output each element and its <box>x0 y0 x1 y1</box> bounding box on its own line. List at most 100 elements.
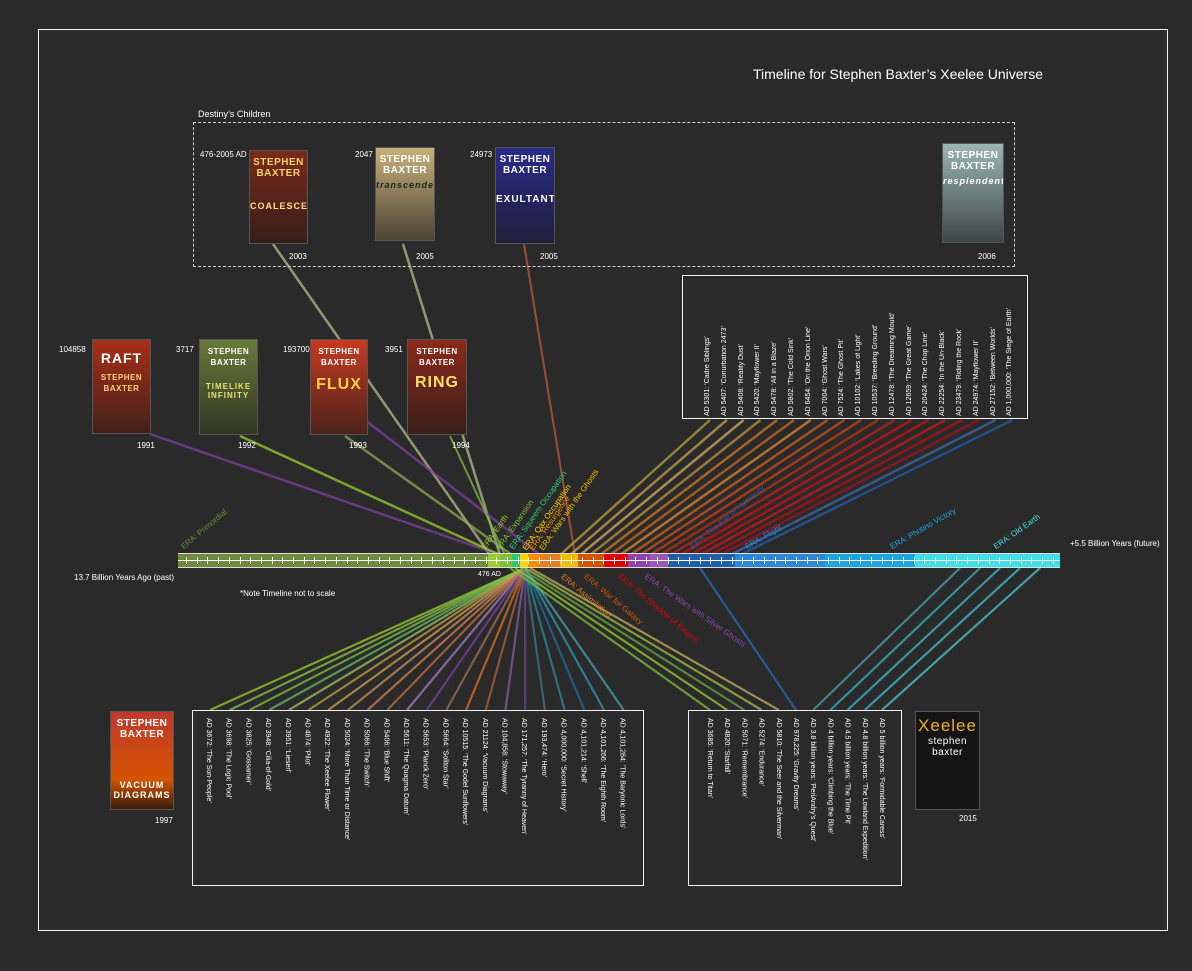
book-cover-xeelee-endurance[interactable]: Xeelee stephen baxter <box>915 711 980 810</box>
cover-author: STEPHEN BAXTER <box>379 154 431 176</box>
short-story: AD 5024: ‘More Than Time or Distance’ <box>342 718 350 841</box>
connector-line <box>569 419 728 556</box>
connector-line <box>449 435 506 556</box>
cover-author: STEPHEN BAXTER <box>318 347 360 367</box>
short-story: AD 10102: ‘Lakes of Light’ <box>855 334 863 416</box>
connector-line <box>271 243 492 556</box>
connector-line <box>709 418 963 557</box>
outer-frame <box>38 29 1168 931</box>
short-story: AD 104,858: ‘Stowaway’ <box>500 718 508 794</box>
connector-line <box>619 418 812 557</box>
vacuum-diagrams-box <box>192 710 644 886</box>
short-story: AD 12478: ‘The Dreaming Mould’ <box>888 312 896 417</box>
book-cover-exultant[interactable]: STEPHEN BAXTER EXULTANT <box>495 147 555 244</box>
book-year: 1992 <box>238 441 256 450</box>
connector-line <box>149 432 501 557</box>
short-story: AD 5 billion years: ‘Formidable Caress’ <box>878 718 885 839</box>
short-story: AD 5066: ‘The Switch’ <box>362 718 370 787</box>
connector-line <box>239 434 501 557</box>
short-story: AD 5810: ‘The Seer and the Silverman’ <box>774 718 782 840</box>
book-year: 1991 <box>137 441 155 450</box>
connector-line <box>366 567 526 711</box>
connector-line <box>689 418 930 557</box>
book-cover-transcendent[interactable]: STEPHEN BAXTER transcendent <box>375 147 435 241</box>
marker-label: 476 AD <box>478 571 501 578</box>
connector-line <box>465 567 527 711</box>
short-story: AD 5407: ‘Conurbation 2473’ <box>720 326 728 416</box>
book-period: 193700 <box>283 345 310 354</box>
book-year: 2003 <box>289 252 307 261</box>
short-story: AD 7524: ‘The Ghost Pit’ <box>838 338 846 416</box>
short-story: AD 3948: ‘Cilia-of-Gold’ <box>264 718 272 792</box>
book-period: 476-2005 AD <box>200 150 247 159</box>
short-story: AD 1,000,000: ‘The Siege of Earth’ <box>1006 307 1014 416</box>
short-story: AD 5301: ‘Cadre Siblings’ <box>704 336 711 416</box>
book-cover-timelike-infinity[interactable]: STEPHEN BAXTER TIMELIKE INFINITY <box>199 339 258 435</box>
short-story: AD 12659: ‘The Great Game’ <box>905 325 913 416</box>
book-cover-vacuum-diagrams[interactable]: STEPHEN BAXTER VACUUM DIAGRAMS <box>110 711 174 810</box>
connector-line <box>524 567 605 711</box>
short-story: AD 20424: ‘The Chop Line’ <box>922 331 930 416</box>
short-story: AD 7004: ‘Ghost Wars’ <box>821 345 829 416</box>
short-story: AD 3672: ‘The Sun-People’ <box>205 718 212 803</box>
connector-line <box>639 418 846 557</box>
cover-author: STEPHEN BAXTER <box>416 347 458 367</box>
short-story: AD 5406: ‘Blue Shift’ <box>382 718 390 783</box>
short-story: AD 10537: ‘Breeding Ground’ <box>872 324 879 416</box>
connector-line <box>679 418 913 557</box>
connector-line <box>514 567 728 711</box>
short-story: AD 5664: ‘Soliton Star’ <box>441 718 449 789</box>
connector-line <box>344 434 513 557</box>
cover-title: Xeelee <box>918 716 977 735</box>
cover-title: COALESCENT <box>250 201 308 211</box>
short-story: AD 4874: ‘Pilot’ <box>303 718 311 766</box>
cover-author: STEPHEN BAXTER <box>207 347 250 367</box>
book-year: 1994 <box>452 441 470 450</box>
short-story: AD 5274: ‘Endurance’ <box>757 718 765 787</box>
short-story: AD 5802: ‘The Cold Sink’ <box>788 337 795 416</box>
short-story: AD 193,474: ‘Hero’ <box>539 718 547 778</box>
connector-line <box>445 567 526 711</box>
past-label: 13.7 Billion Years Ago (past) <box>74 573 175 582</box>
short-story: AD 3.8 billion years: ‘PeriAndry’s Quest… <box>809 718 817 842</box>
connector-line <box>609 418 795 557</box>
book-year: 2015 <box>959 814 977 823</box>
cover-author: STEPHEN BAXTER <box>947 150 999 172</box>
short-stories-top-box <box>682 275 1028 419</box>
book-cover-ring[interactable]: STEPHEN BAXTER RING <box>407 339 467 435</box>
short-story: AD 5071: ‘Remembrance’ <box>740 718 748 799</box>
short-story: AD 4.5 billion years: ‘The Time Pit’ <box>843 718 851 825</box>
connector-line <box>364 419 541 556</box>
connector-line <box>307 567 526 711</box>
page-title: Timeline for Stephen Baxter’s Xeelee Uni… <box>753 66 1044 82</box>
connector-line <box>846 567 1001 711</box>
short-story: AD 21124: ‘Vacuum Diagrams’ <box>480 718 488 813</box>
cover-author: STEPHEN BAXTER <box>116 718 168 740</box>
short-story: AD 23479: ‘Riding the Rock’ <box>956 328 963 416</box>
book-cover-flux[interactable]: STEPHEN BAXTER FLUX <box>310 339 368 435</box>
connector-line <box>699 567 797 711</box>
book-cover-coalescent[interactable]: STEPHEN BAXTER COALESCENT <box>249 150 308 244</box>
short-story: AD 5478: ‘All in a Blaze’ <box>771 341 779 416</box>
connector-line <box>739 418 1013 557</box>
connector-line <box>659 418 879 557</box>
short-story: AD 5653: ‘Planck Zero’ <box>421 718 429 790</box>
book-period: 24973 <box>470 150 493 159</box>
connector-line <box>288 567 526 711</box>
connector-line <box>504 567 527 711</box>
cover-title: TIMELIKE INFINITY <box>205 382 252 400</box>
cover-title: RAFT <box>100 350 143 366</box>
book-cover-raft[interactable]: RAFT STEPHEN BAXTER <box>92 339 151 434</box>
connector-line <box>829 567 981 711</box>
book-period: 2047 <box>355 150 373 159</box>
short-story: AD 978,225: ‘Gravity Dreams’ <box>792 718 799 811</box>
short-story: AD 5408: ‘Reality Dust’ <box>737 344 745 416</box>
cover-author: STEPHEN BAXTER <box>499 154 551 176</box>
scale-note: *Note Timeline not to scale <box>240 589 336 598</box>
book-cover-resplendent[interactable]: STEPHEN BAXTER resplendent <box>942 143 1004 243</box>
short-story: AD 3685: ‘Return to Titan’ <box>706 718 713 799</box>
connector-line <box>559 419 711 556</box>
connector-line <box>864 567 1021 711</box>
short-story: AD 27152: ‘Between Worlds’ <box>989 327 997 416</box>
cover-author: STEPHEN BAXTER <box>253 157 304 179</box>
